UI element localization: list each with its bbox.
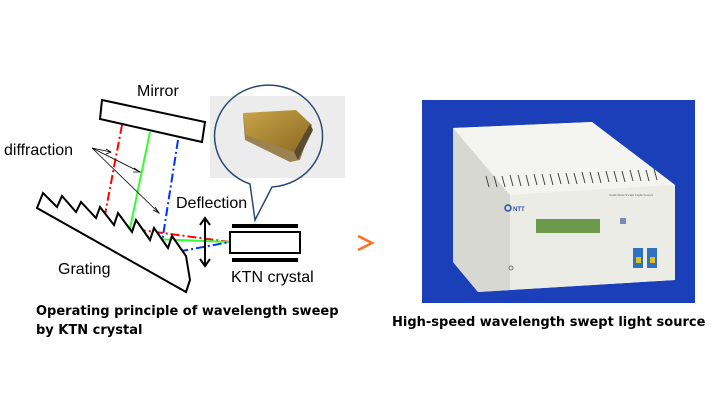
ktn-crystal: [229, 231, 301, 254]
red-beam: [101, 124, 231, 243]
device-name: Solid-State Swept Light Source: [609, 193, 654, 197]
diffraction-label: diffraction: [4, 142, 73, 159]
crystal-electrode-bottom: [232, 258, 298, 262]
device-lcd: [536, 219, 600, 233]
grating: [35, 191, 192, 294]
output-arrowhead-icon: [357, 234, 375, 252]
diagram-caption-line2: by KTN crystal: [36, 323, 143, 338]
blue-beam: [158, 139, 231, 257]
diagram-caption-line1: Operating principle of wavelength sweep: [36, 304, 339, 319]
swept-light-source-photo: NTT Solid-State Swept Light Source: [422, 100, 695, 303]
deflection-label: Deflection: [176, 195, 247, 212]
diffraction-arrows: [91, 147, 161, 215]
photo-caption: High-speed wavelength swept light source: [392, 315, 706, 330]
ktn-crystal-photo: [243, 110, 313, 162]
grating-label: Grating: [58, 261, 110, 278]
crystal-label: KTN crystal: [231, 269, 314, 286]
mirror-label: Mirror: [137, 83, 179, 100]
mirror: [98, 98, 207, 144]
diagram-caption: Operating principle of wavelength sweep …: [36, 302, 339, 340]
callout-bubble: [213, 84, 324, 223]
device-brand: NTT: [513, 207, 525, 213]
deflection-double-arrow-icon: [199, 216, 211, 268]
crystal-electrode-top: [232, 224, 298, 228]
